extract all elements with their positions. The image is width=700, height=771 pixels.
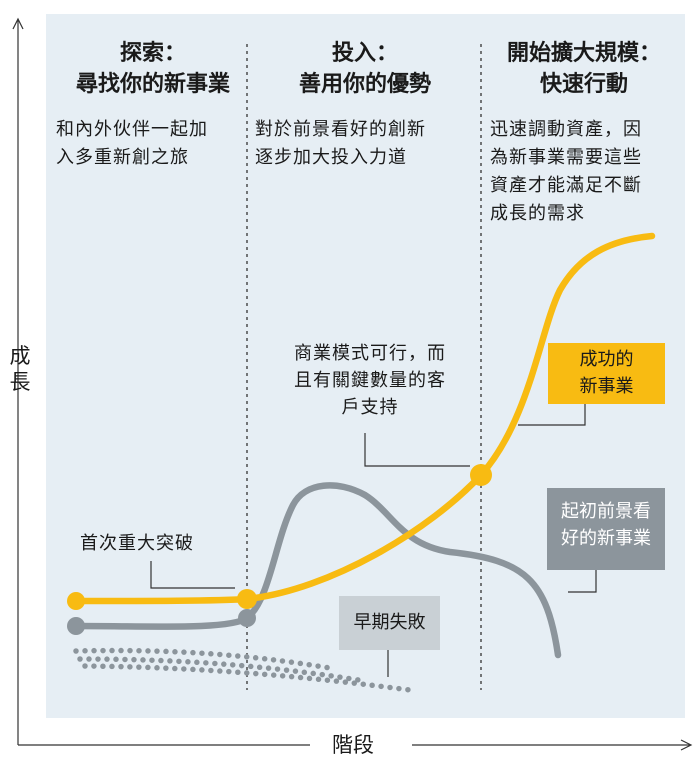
phase-2-description: 對於前景看好的創新逐步加大投入力道: [255, 119, 426, 168]
successful-venture-curve: [72, 232, 656, 605]
promising-venture-curve: [72, 482, 562, 659]
early-failure-box: 早期失敗: [339, 596, 440, 650]
phase-1-description: 和內外伙伴一起加入多重新創之旅: [56, 119, 208, 168]
yellow-start-dot: [67, 592, 85, 610]
phase-3-description: 迅速調動資產，因為新事業需要這些 資產才能滿足不斷成長的需求: [490, 119, 642, 224]
breakthrough-dot: [237, 589, 257, 609]
phase-1-title: 探索：尋找你的新事業: [75, 41, 230, 97]
phase-2-title: 投入：善用你的優勢: [298, 41, 431, 97]
promising-leader: [568, 570, 597, 593]
phase-3-title: 開始擴大規模：快速行動: [506, 41, 661, 97]
promising-venture-box: 起初前景看 好的新事業: [547, 488, 665, 570]
breakthrough-label: 首次重大突破: [80, 533, 194, 554]
gray-breakthrough-dot: [238, 609, 256, 627]
early-failure-paths: [73, 647, 413, 693]
gray-start-dot: [67, 617, 85, 635]
viable-model-leader: [364, 433, 470, 467]
x-axis-arrowhead: [680, 739, 693, 751]
viable-model-label: 商業模式可行，而 且有關鍵數量的客 戶支持: [294, 343, 446, 418]
y-axis-arrowhead: [12, 17, 24, 30]
y-axis-label: 成長: [9, 344, 31, 394]
successful-leader: [518, 404, 586, 426]
successful-venture-box: 成功的 新事業: [548, 343, 665, 404]
x-axis-label: 階段: [332, 733, 374, 757]
viable-model-dot: [470, 464, 492, 486]
breakthrough-leader: [150, 561, 235, 589]
